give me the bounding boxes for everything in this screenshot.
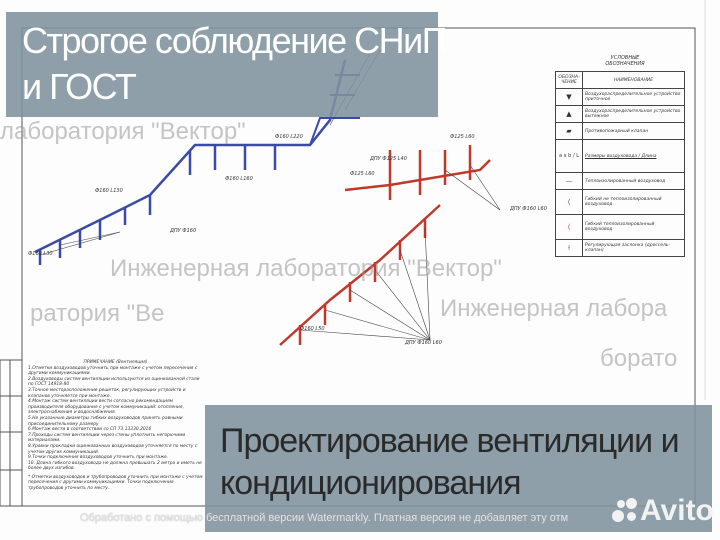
duct-label: ДПУ Ф160 L60 <box>509 206 547 212</box>
duct-label: Ф125 L60 <box>350 171 375 177</box>
notes: ПРИМЕЧАНИЕ (Вентиляция) 1.Отметки воздух… <box>28 360 203 492</box>
note-line: 3.Точное месторасположение решеток, регу… <box>28 387 186 399</box>
note-line: 2.Воздуховоды систем вентиляции использу… <box>28 376 200 388</box>
flexible-insulated-duct-icon: ⟨ <box>555 214 583 240</box>
duct-label: Ф160 L220 <box>275 134 303 140</box>
note-line: 10. Длина гибкого воздуховода не должна … <box>28 460 202 472</box>
note-line: 7.Проходы систем вентиляции через стены … <box>28 432 186 444</box>
legend-row: ▲Воздухораспределительное устройство выт… <box>555 105 685 123</box>
legend-row: ⟨Гибкий не теплоизолированный воздуховод <box>555 189 685 215</box>
avito-logo: Avito <box>612 494 714 528</box>
headline-bottom-banner <box>205 405 712 532</box>
duct-label: Ф160 L30 <box>28 251 53 257</box>
duct-label: ДПУ Ф160 L60 <box>404 340 442 346</box>
legend-row: ▼Воздухораспределительное устройство при… <box>555 88 685 106</box>
damper-icon: ⍿ <box>555 239 583 257</box>
duct-label: ДПУ Ф125 L40 <box>369 156 407 162</box>
note-line: 6.Монтаж вести в соответствии со СП 73.1… <box>28 427 152 433</box>
duct-label: Ф160 L130 <box>95 188 123 194</box>
fire-damper-icon: ▰ <box>555 122 583 140</box>
duct-label: Ф125 L60 <box>450 134 475 140</box>
watermark: ратория "Ве <box>30 300 165 327</box>
note-line: * Отметки воздуховодов и трубопроводов у… <box>28 474 203 492</box>
legend-row: ⍿Регулирующая заслонка (дроссель-клапан) <box>555 239 685 257</box>
headline-bottom: Проектирование вентиляции и кондициониро… <box>220 422 680 502</box>
watermark: Инженерная лаборатория "Вектор" <box>110 255 502 282</box>
note-line: 9.Точки подключения воздуховодов уточнит… <box>28 455 169 461</box>
duct-labels: Ф160 L220 Ф125 L60 ДПУ Ф125 L40 Ф125 L60… <box>28 134 547 346</box>
watermark: лаборатория "Вектор" <box>0 118 246 145</box>
watermark: Инженерная лабора <box>440 295 668 322</box>
notes-title: ПРИМЕЧАНИЕ (Вентиляция) <box>83 360 148 365</box>
note-line: 1.Отметки воздуховодов уточнить при монт… <box>28 365 198 377</box>
legend-row: ⟨Гибкий теплоизолированный воздуховод <box>555 214 685 240</box>
note-line: 8.Уровни прокладки оцинкованных воздухов… <box>28 443 198 455</box>
note-line: 5.Не указанные диаметры гибких воздухово… <box>28 415 183 427</box>
insulated-duct-icon: — <box>555 172 583 190</box>
headline-top-banner <box>6 12 438 117</box>
duct-label: Ф160 L50 <box>300 326 325 332</box>
supply-diffuser-icon: ▼ <box>555 88 583 106</box>
flexible-duct-icon: ⟨ <box>555 189 583 215</box>
watermark: борато <box>600 345 678 372</box>
legend-row: ▰Противопожарный клапан <box>555 122 685 140</box>
duct-label: ДПУ Ф160 <box>169 228 196 234</box>
legend-title: УСЛОВНЫЕ ОБОЗНАЧЕНИЯ <box>605 55 645 67</box>
avito-dots-icon <box>612 498 638 524</box>
headline-top: Строгое соблюдение СНиП и ГОСТ <box>22 20 448 107</box>
note-line: 4.Монтаж систем вентиляции вести согласн… <box>28 399 184 416</box>
duct-size-icon: a x b / L <box>555 139 583 173</box>
duct-label: Ф160 L160 <box>225 176 253 182</box>
footer-watermark: Обработано с помощью бесплатной версии W… <box>80 512 569 524</box>
exhaust-duct-red <box>279 145 491 346</box>
legend-row: —Теплоизолированный воздуховод <box>555 172 685 190</box>
exhaust-diffuser-icon: ▲ <box>555 105 583 123</box>
